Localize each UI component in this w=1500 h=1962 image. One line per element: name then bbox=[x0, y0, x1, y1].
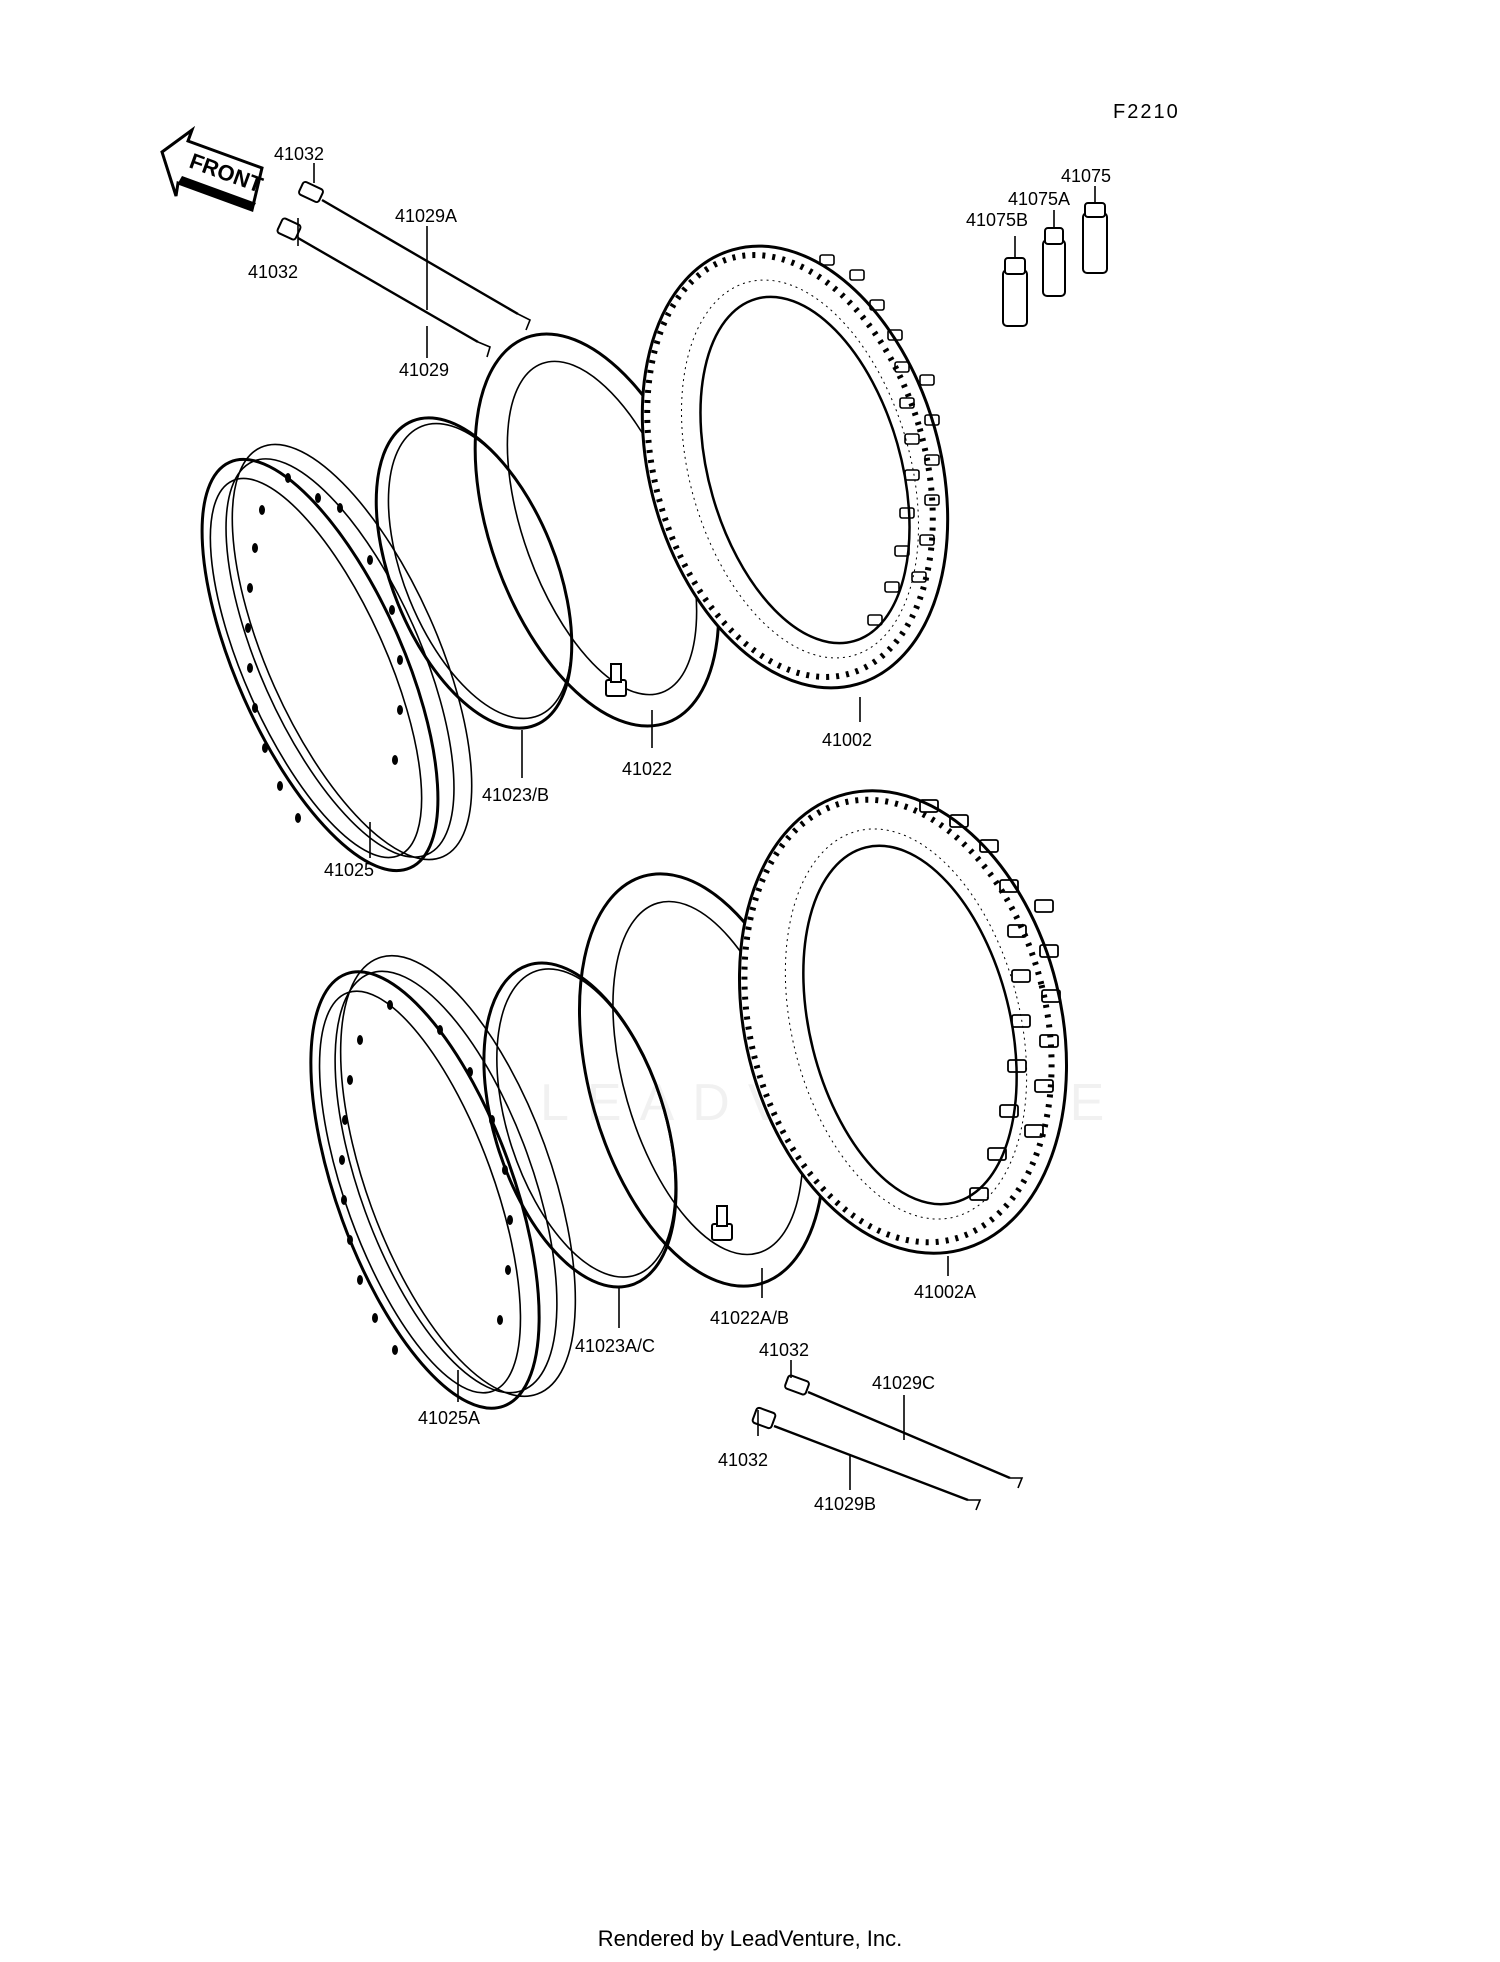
valve-cap-group bbox=[1002, 202, 1108, 327]
front-rim bbox=[200, 443, 473, 873]
label-41022: 41022 bbox=[622, 759, 672, 779]
rear-rim bbox=[309, 954, 577, 1410]
label-41025A: 41025A bbox=[418, 1408, 480, 1428]
label-41029A: 41029A bbox=[395, 206, 457, 226]
label-41075: 41075 bbox=[1061, 166, 1111, 186]
label-41002A: 41002A bbox=[914, 1282, 976, 1302]
label-41029: 41029 bbox=[399, 360, 449, 380]
label-41025: 41025 bbox=[324, 860, 374, 880]
label-41023AC: 41023A/C bbox=[575, 1336, 655, 1356]
label-41032-rear-top: 41032 bbox=[759, 1340, 809, 1360]
figure-code: F2210 bbox=[1113, 101, 1180, 123]
label-41029B: 41029B bbox=[814, 1494, 876, 1514]
label-41002: 41002 bbox=[822, 730, 872, 750]
front-spoke-group bbox=[276, 180, 532, 358]
front-tire bbox=[640, 244, 950, 690]
footer-credit: Rendered by LeadVenture, Inc. bbox=[597, 1926, 903, 1951]
rear-rim-band bbox=[482, 961, 678, 1289]
label-41032-front-bottom: 41032 bbox=[248, 262, 298, 282]
label-41029C: 41029C bbox=[872, 1373, 935, 1393]
rear-spoke-group bbox=[751, 1374, 1024, 1511]
label-41075B: 41075B bbox=[966, 210, 1028, 230]
rear-tire bbox=[737, 789, 1069, 1255]
label-41023B: 41023/B bbox=[482, 785, 549, 805]
label-41032-rear-bottom: 41032 bbox=[718, 1450, 768, 1470]
front-rim-band bbox=[374, 416, 574, 730]
front-arrow-icon: FRONT bbox=[160, 125, 267, 212]
label-41075A: 41075A bbox=[1008, 189, 1070, 209]
label-41022AB: 41022A/B bbox=[710, 1308, 789, 1328]
label-41032-front-top: 41032 bbox=[274, 144, 324, 164]
